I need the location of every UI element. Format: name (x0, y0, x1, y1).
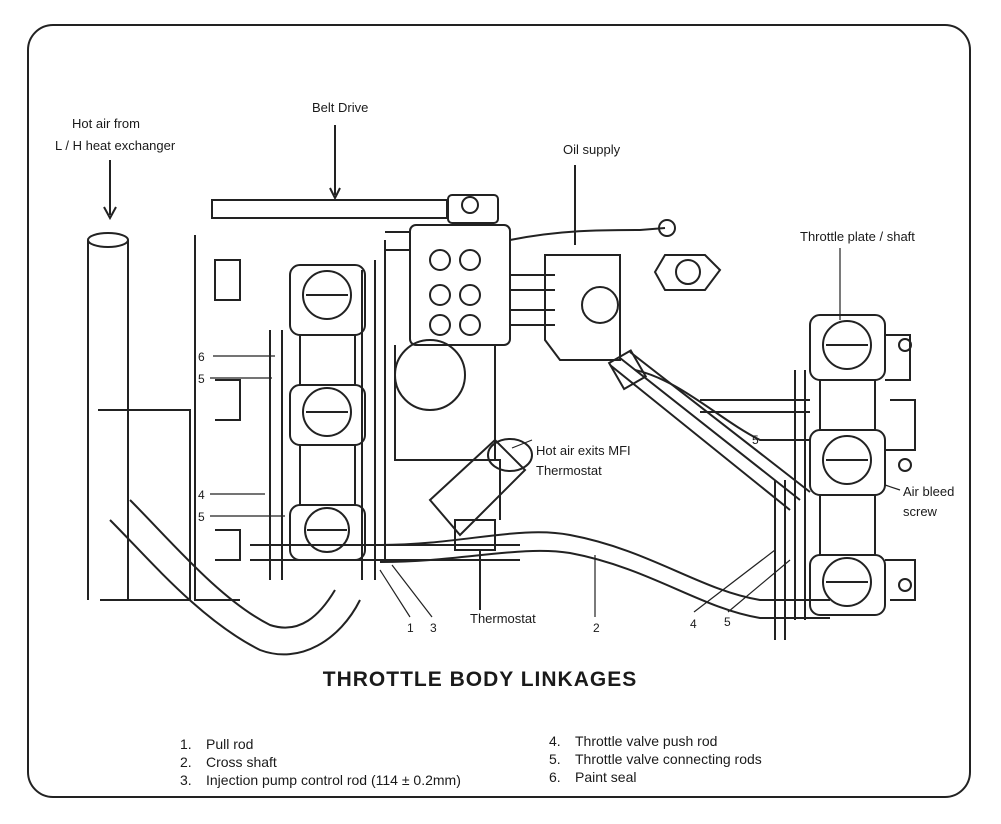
left-throttle-bodies (289, 264, 366, 561)
engine-block (194, 224, 511, 601)
thermostat-housing (428, 438, 533, 610)
callout-5-middle: 5 (752, 433, 759, 447)
legend-item: 2.Cross shaft (180, 754, 277, 770)
right-linkage-rods (700, 370, 810, 640)
legend-left: 1.Pull rod 2.Cross shaft 3.Injection pum… (180, 735, 461, 789)
leader-lines (210, 248, 901, 618)
cross-shaft-pipe (379, 531, 830, 619)
legend-item: 4.Throttle valve push rod (549, 733, 718, 749)
callout-6: 6 (198, 350, 205, 364)
belt-drive (211, 125, 499, 224)
hot-air-pipe (87, 232, 361, 656)
label-hot-air-line1: Hot air from (72, 116, 140, 131)
label-air-bleed-line1: Air bleed (903, 484, 955, 499)
legend-right: 4.Throttle valve push rod 5.Throttle val… (549, 732, 762, 786)
legend-item: 5.Throttle valve connecting rods (549, 751, 762, 767)
label-hot-air-line2: L / H heat exchanger (55, 138, 176, 153)
oil-supply-fittings (509, 165, 722, 361)
callout-5-upper: 5 (198, 372, 205, 386)
legend-item: 6.Paint seal (549, 769, 637, 785)
legend-item: 3.Injection pump control rod (114 ± 0.2m… (180, 772, 461, 788)
label-throttle-plate: Throttle plate / shaft (800, 229, 915, 244)
right-throttle-bodies (809, 314, 916, 616)
diagonal-rods (607, 349, 811, 511)
callout-1: 1 (407, 621, 414, 635)
diagram-title: THROTTLE BODY LINKAGES (322, 668, 638, 691)
callout-5-right: 5 (724, 615, 731, 629)
label-hot-air-exits-line1: Hot air exits MFI (536, 443, 631, 458)
callout-4-right: 4 (690, 617, 697, 631)
label-belt-drive: Belt Drive (312, 100, 369, 115)
callout-3: 3 (430, 621, 437, 635)
hot-air-arrow (103, 160, 117, 221)
label-air-bleed-line2: screw (903, 504, 937, 519)
label-thermostat: Thermostat (470, 611, 536, 626)
diagram-frame (27, 24, 971, 798)
label-oil-supply: Oil supply (563, 142, 621, 157)
callout-4: 4 (198, 488, 205, 502)
callout-2: 2 (593, 621, 600, 635)
legend-item: 1.Pull rod (180, 736, 254, 752)
label-hot-air-exits-line2: Thermostat (536, 463, 602, 478)
callout-5-lower: 5 (198, 510, 205, 524)
